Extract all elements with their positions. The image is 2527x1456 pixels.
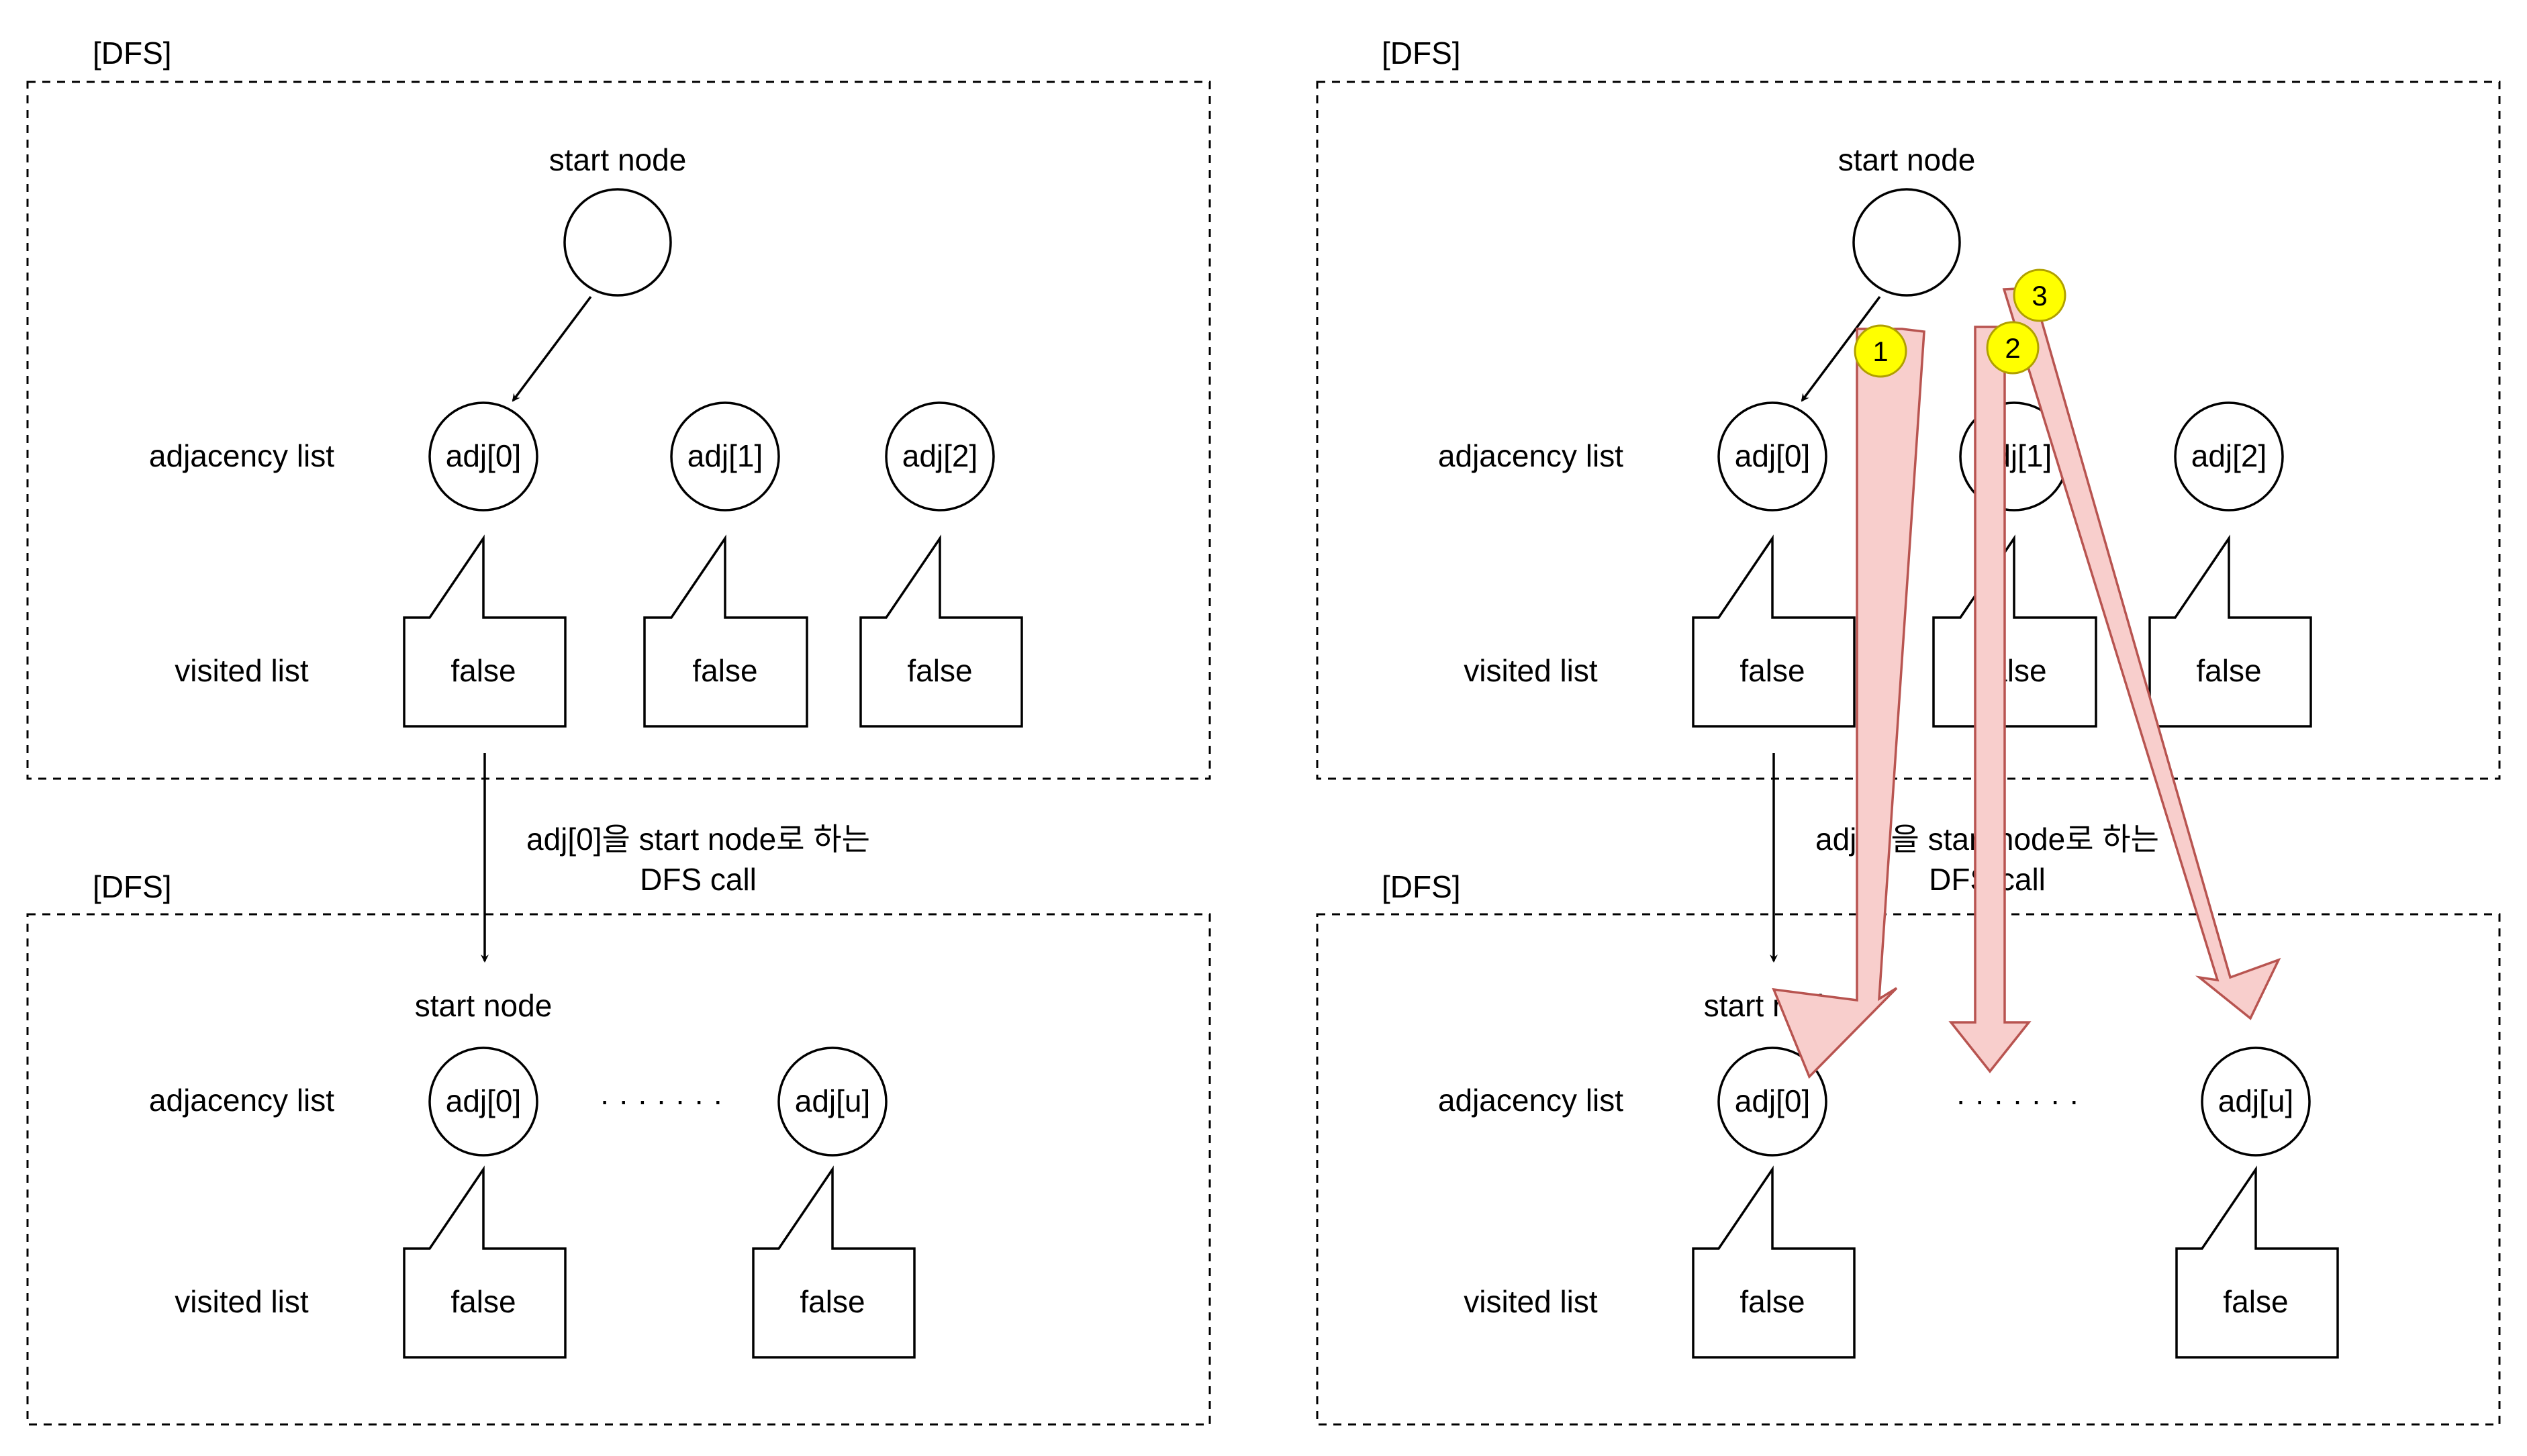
visited-callout-0: false bbox=[1692, 534, 1856, 728]
visited-callout-2: false bbox=[2148, 534, 2312, 728]
panel-title: [DFS] bbox=[93, 869, 172, 904]
visited-callout-2: false bbox=[859, 534, 1023, 728]
adj-node-label: adj[0] bbox=[446, 1083, 522, 1118]
adj-node-0: adj[0] bbox=[428, 1047, 538, 1157]
panel-title: [DFS] bbox=[93, 36, 172, 70]
start-node-label: start node bbox=[1838, 142, 1976, 177]
visited-value: false bbox=[907, 653, 972, 688]
panel-right-bottom: [DFS] start node adjacency list visited … bbox=[1316, 869, 2501, 1426]
start-to-adj0-edge bbox=[1801, 295, 1881, 402]
visited-callout-1: false bbox=[643, 534, 808, 728]
visited-list-label: visited list bbox=[175, 653, 309, 688]
adj-node-label: adj[0] bbox=[1735, 438, 1811, 473]
svg-text:3: 3 bbox=[2032, 280, 2047, 311]
start-to-adj0-edge bbox=[512, 295, 592, 402]
visited-callout-1: false bbox=[1932, 534, 2097, 728]
adjacency-list-label: adjacency list bbox=[1438, 438, 1623, 473]
panel-frame bbox=[26, 913, 1211, 1426]
visited-callout-0: false bbox=[403, 534, 567, 728]
adj-node-label: adj[0] bbox=[1735, 1083, 1811, 1118]
adj-node-u: adj[u] bbox=[777, 1047, 888, 1157]
panel-title: [DFS] bbox=[1382, 36, 1461, 70]
visited-value: false bbox=[800, 1284, 865, 1319]
start-node-label: start node bbox=[415, 988, 553, 1023]
svg-text:2: 2 bbox=[2005, 332, 2020, 364]
dfs-call-label-line2: DFS call bbox=[640, 862, 757, 897]
visited-callout-0: false bbox=[403, 1165, 567, 1359]
visited-value: false bbox=[450, 1284, 516, 1319]
adj-node-label: adj[2] bbox=[2191, 438, 2267, 473]
flow-arrow-3 bbox=[2002, 287, 2281, 1020]
flow-arrow-1 bbox=[1772, 328, 1925, 1079]
visited-callout-u: false bbox=[2175, 1165, 2339, 1359]
dfs-call-connector-left: adj[0]을 start node로 하는 DFS call bbox=[481, 753, 870, 963]
visited-list-label: visited list bbox=[1464, 1284, 1598, 1319]
adj-node-u: adj[u] bbox=[2201, 1047, 2311, 1157]
panel-frame bbox=[1316, 913, 2501, 1426]
ellipsis: · · · · · · · bbox=[1956, 1083, 2079, 1118]
adj-node-label: adj[1] bbox=[687, 438, 763, 473]
adj-node-0: adj[0] bbox=[1717, 1047, 1827, 1157]
adjacency-list-label: adjacency list bbox=[149, 438, 334, 473]
panel-title: [DFS] bbox=[1382, 869, 1461, 904]
visited-list-label: visited list bbox=[175, 1284, 309, 1319]
dfs-call-connector-right: adj[0]을 start node로 하는 DFS call bbox=[1770, 753, 2159, 963]
panel-frame bbox=[26, 81, 1211, 780]
step-badge-3: 3 bbox=[2013, 269, 2066, 322]
visited-value: false bbox=[1739, 653, 1805, 688]
start-node-circle bbox=[1852, 188, 1961, 297]
panel-left-bottom: [DFS] start node adjacency list visited … bbox=[26, 869, 1211, 1426]
visited-value: false bbox=[2196, 653, 2261, 688]
svg-text:1: 1 bbox=[1872, 336, 1888, 367]
step-badge-1: 1 bbox=[1854, 324, 1907, 378]
visited-callout-0: false bbox=[1692, 1165, 1856, 1359]
visited-value: false bbox=[450, 653, 516, 688]
flow-arrow-2 bbox=[1948, 326, 2032, 1073]
start-node-label: start node bbox=[549, 142, 687, 177]
visited-value: false bbox=[1739, 1284, 1805, 1319]
visited-list-label: visited list bbox=[1464, 653, 1598, 688]
adjacency-list-label: adjacency list bbox=[149, 1083, 334, 1118]
step-badge-2: 2 bbox=[1986, 321, 2040, 375]
panel-left-top: [DFS] start node adjacency list visited … bbox=[26, 36, 1211, 780]
adj-node-2: adj[2] bbox=[2174, 401, 2284, 512]
panel-frame bbox=[1316, 81, 2501, 780]
dfs-call-label-line1: adj[0]을 start node로 하는 bbox=[526, 822, 870, 857]
adj-node-0: adj[0] bbox=[428, 401, 538, 512]
visited-callout-u: false bbox=[752, 1165, 916, 1359]
visited-value: false bbox=[692, 653, 757, 688]
ellipsis: · · · · · · · bbox=[600, 1083, 723, 1118]
adj-node-label: adj[0] bbox=[446, 438, 522, 473]
start-node-circle bbox=[563, 188, 672, 297]
panel-right-top: [DFS] start node adjacency list visited … bbox=[1316, 36, 2501, 780]
adj-node-label: adj[u] bbox=[795, 1083, 871, 1118]
adj-node-0: adj[0] bbox=[1717, 401, 1827, 512]
visited-value: false bbox=[2223, 1284, 2288, 1319]
adj-node-label: adj[2] bbox=[902, 438, 978, 473]
adjacency-list-label: adjacency list bbox=[1438, 1083, 1623, 1118]
adj-node-label: adj[u] bbox=[2218, 1083, 2294, 1118]
adj-node-1: adj[1] bbox=[670, 401, 780, 512]
adj-node-2: adj[2] bbox=[885, 401, 995, 512]
